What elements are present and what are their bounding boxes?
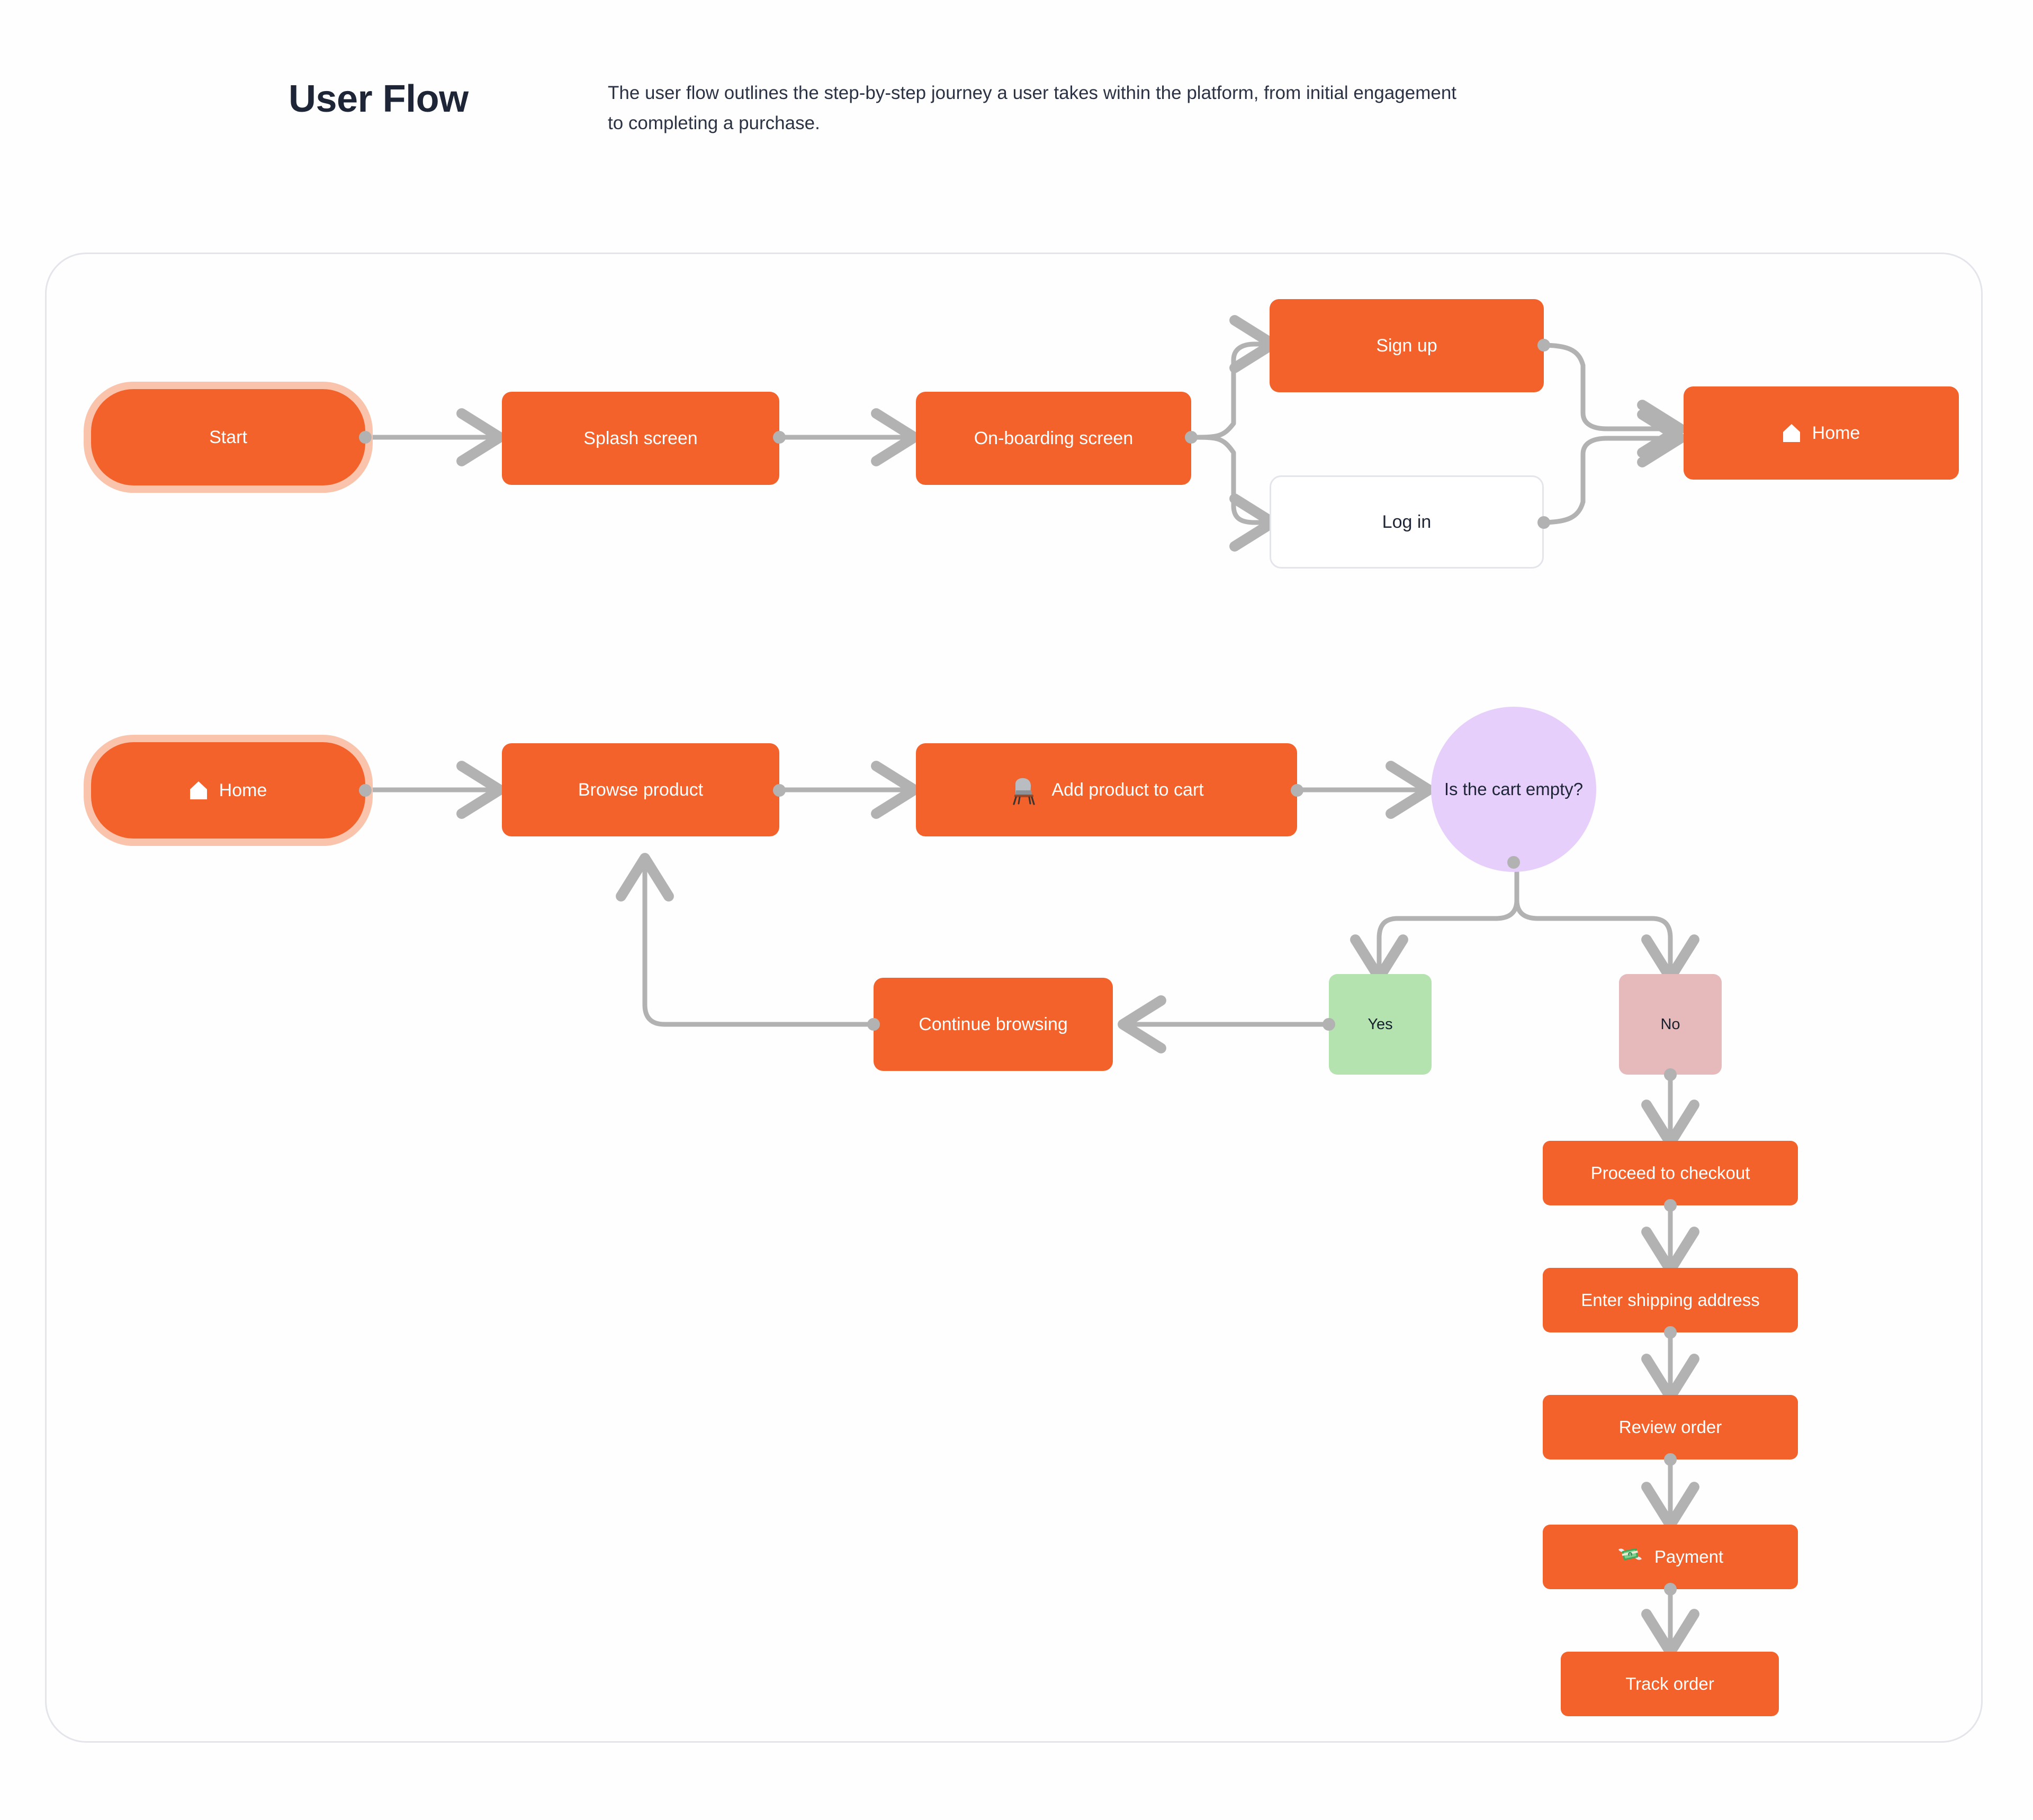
node-is-cart-empty-label: Is the cart empty? — [1444, 779, 1584, 799]
handle-signup-right[interactable] — [1537, 339, 1550, 352]
node-enter-shipping-address[interactable]: Enter shipping address — [1543, 1268, 1798, 1332]
handle-start-right[interactable] — [359, 431, 372, 444]
node-track-order[interactable]: Track order — [1561, 1652, 1779, 1716]
node-browse-product[interactable]: Browse product — [502, 743, 779, 836]
node-home-bottom-label: Home — [219, 780, 267, 800]
node-payment[interactable]: $ Payment — [1543, 1525, 1798, 1589]
handle-cartempty-bottom[interactable] — [1507, 856, 1520, 869]
node-signup[interactable]: Sign up — [1270, 299, 1544, 392]
handle-login-right[interactable] — [1537, 516, 1550, 529]
node-login-label: Log in — [1382, 511, 1432, 532]
handle-browse-right[interactable] — [773, 784, 786, 797]
handle-continuebrowsing-left[interactable] — [867, 1018, 880, 1031]
node-yes-label: Yes — [1368, 1015, 1393, 1033]
handle-addcart-right[interactable] — [1291, 784, 1303, 797]
handle-home-bottom-right[interactable] — [359, 784, 372, 797]
handle-checkout-bottom[interactable] — [1664, 1199, 1677, 1212]
node-track-order-label: Track order — [1625, 1674, 1714, 1694]
node-splash-screen-label: Splash screen — [583, 428, 698, 448]
node-start-label: Start — [209, 427, 247, 447]
node-review-order[interactable]: Review order — [1543, 1395, 1798, 1459]
node-start[interactable]: Start — [91, 389, 365, 485]
home-icon — [1783, 423, 1801, 443]
node-login[interactable]: Log in — [1270, 475, 1544, 569]
node-enter-shipping-address-label: Enter shipping address — [1581, 1290, 1760, 1310]
node-yes[interactable]: Yes — [1329, 974, 1432, 1075]
home-icon — [190, 780, 208, 800]
page-description: The user flow outlines the step-by-step … — [608, 83, 1457, 133]
node-onboarding-screen[interactable]: On-boarding screen — [916, 392, 1191, 485]
node-splash-screen[interactable]: Splash screen — [502, 392, 779, 485]
node-review-order-label: Review order — [1618, 1417, 1722, 1437]
node-onboarding-screen-label: On-boarding screen — [974, 428, 1134, 448]
handle-no-bottom[interactable] — [1664, 1068, 1677, 1081]
node-add-product-to-cart-label: Add product to cart — [1051, 779, 1204, 800]
node-signup-label: Sign up — [1376, 335, 1437, 356]
handle-yes-left[interactable] — [1323, 1018, 1335, 1031]
handle-payment-bottom[interactable] — [1664, 1583, 1677, 1596]
handle-splash-right[interactable] — [773, 431, 786, 444]
handle-review-bottom[interactable] — [1664, 1453, 1677, 1466]
node-continue-browsing[interactable]: Continue browsing — [874, 978, 1113, 1071]
node-payment-label: Payment — [1654, 1547, 1724, 1567]
node-home-bottom[interactable]: Home — [91, 742, 365, 839]
node-continue-browsing-label: Continue browsing — [919, 1014, 1068, 1034]
node-proceed-to-checkout[interactable]: Proceed to checkout — [1543, 1141, 1798, 1205]
handle-shipping-bottom[interactable] — [1664, 1326, 1677, 1339]
node-home-top-label: Home — [1812, 422, 1860, 443]
page-header: User Flow — [289, 79, 469, 120]
node-add-product-to-cart[interactable]: Add product to cart — [916, 743, 1297, 836]
page-title: User Flow — [289, 78, 469, 120]
chair-emoji-icon — [1009, 774, 1040, 805]
node-no[interactable]: No — [1619, 974, 1722, 1075]
money-with-wings-emoji-icon: $ — [1617, 1544, 1643, 1570]
node-is-cart-empty[interactable]: Is the cart empty? — [1431, 707, 1596, 872]
node-proceed-to-checkout-label: Proceed to checkout — [1590, 1163, 1750, 1183]
handle-onboarding-right[interactable] — [1185, 431, 1198, 444]
svg-text:$: $ — [1629, 1554, 1631, 1557]
node-browse-product-label: Browse product — [578, 779, 704, 800]
node-home-top[interactable]: Home — [1684, 386, 1959, 480]
node-no-label: No — [1660, 1015, 1680, 1033]
